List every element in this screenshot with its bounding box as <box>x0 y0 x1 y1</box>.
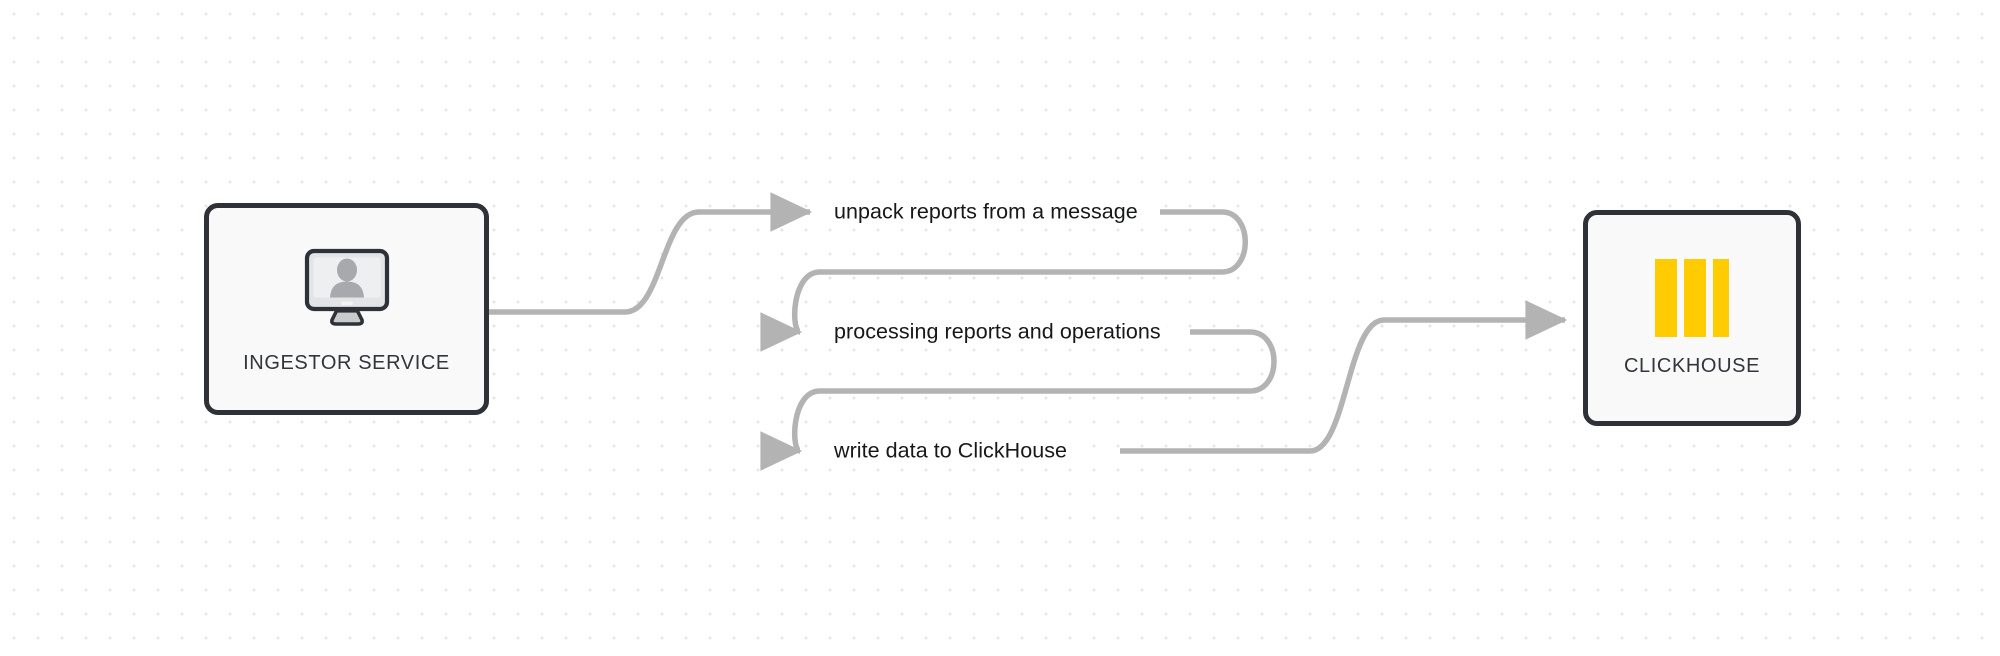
connector-step-1-to-step-2 <box>760 209 1248 352</box>
label-plate-step-1 <box>828 197 1144 227</box>
node-ingestor-service-label: INGESTOR SERVICE <box>243 351 450 374</box>
monitor-user-icon <box>299 244 395 336</box>
edge-label-processing-reports: processing reports and operations <box>834 319 1161 344</box>
node-clickhouse-label: CLICKHOUSE <box>1623 354 1761 377</box>
connector-step-2-to-step-3 <box>760 329 1277 471</box>
label-plate-step-2 <box>828 317 1167 347</box>
edge-label-write-data: write data to ClickHouse <box>834 438 1068 463</box>
connector-step-3-to-clickhouse <box>1120 300 1568 454</box>
clickhouse-bars-icon <box>1646 258 1738 337</box>
connector-ingestor-to-step-1 <box>489 192 813 315</box>
node-ingestor-service[interactable]: INGESTOR SERVICE <box>204 203 489 415</box>
edge-label-unpack-reports: unpack reports from a message <box>834 199 1138 224</box>
node-clickhouse[interactable]: CLICKHOUSE <box>1583 210 1801 426</box>
label-plate-step-3 <box>828 436 1074 466</box>
